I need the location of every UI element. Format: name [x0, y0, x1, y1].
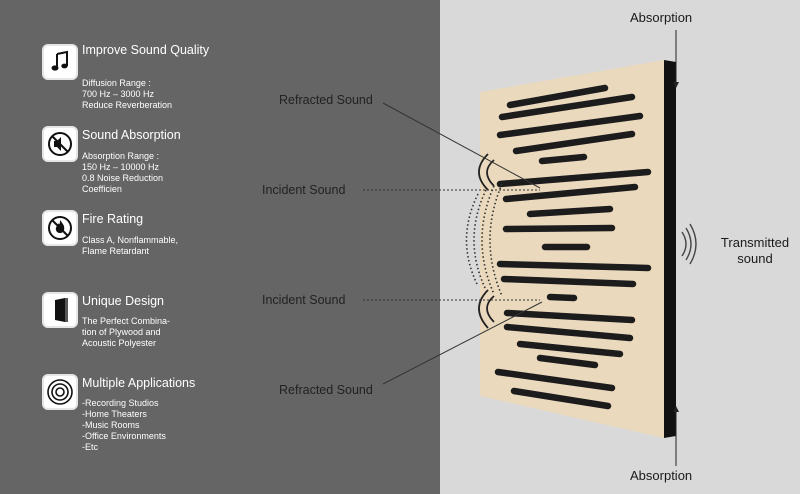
feature-title: Multiple Applications [82, 376, 196, 390]
refracted-sound-bottom-label: Refracted Sound [279, 383, 373, 397]
concentric-circles-icon [42, 374, 78, 410]
feature-title: Unique Design [82, 294, 164, 308]
muted-speaker-icon [42, 126, 78, 162]
incident-sound-top-label: Incident Sound [262, 183, 346, 197]
feature-desc: Absorption Range : 150 Hz – 10000 Hz 0.8… [82, 151, 164, 194]
panel-icon [42, 292, 78, 328]
absorption-top-label: Absorption [630, 10, 693, 25]
feature-title: Fire Rating [82, 212, 144, 226]
feature-desc: The Perfect Combina- tion of Plywood and… [82, 316, 171, 348]
feature-desc: Diffusion Range : 700 Hz – 3000 Hz Reduc… [82, 78, 173, 110]
refracted-sound-top-label: Refracted Sound [279, 93, 373, 107]
feature-title: Improve Sound Quality [82, 43, 210, 57]
no-fire-icon [42, 210, 78, 246]
feature-desc: -Recording Studios -Home Theaters -Music… [82, 398, 166, 452]
feature-desc: Class A, Nonflammable, Flame Retardant [82, 235, 179, 256]
incident-sound-bottom-label: Incident Sound [262, 293, 346, 307]
absorption-bottom-label: Absorption [630, 468, 693, 483]
transmitted-sound-label: Transmitted sound [720, 235, 790, 266]
feature-title: Sound Absorption [82, 128, 181, 142]
features-panel [0, 0, 440, 494]
music-note-icon [42, 44, 78, 80]
